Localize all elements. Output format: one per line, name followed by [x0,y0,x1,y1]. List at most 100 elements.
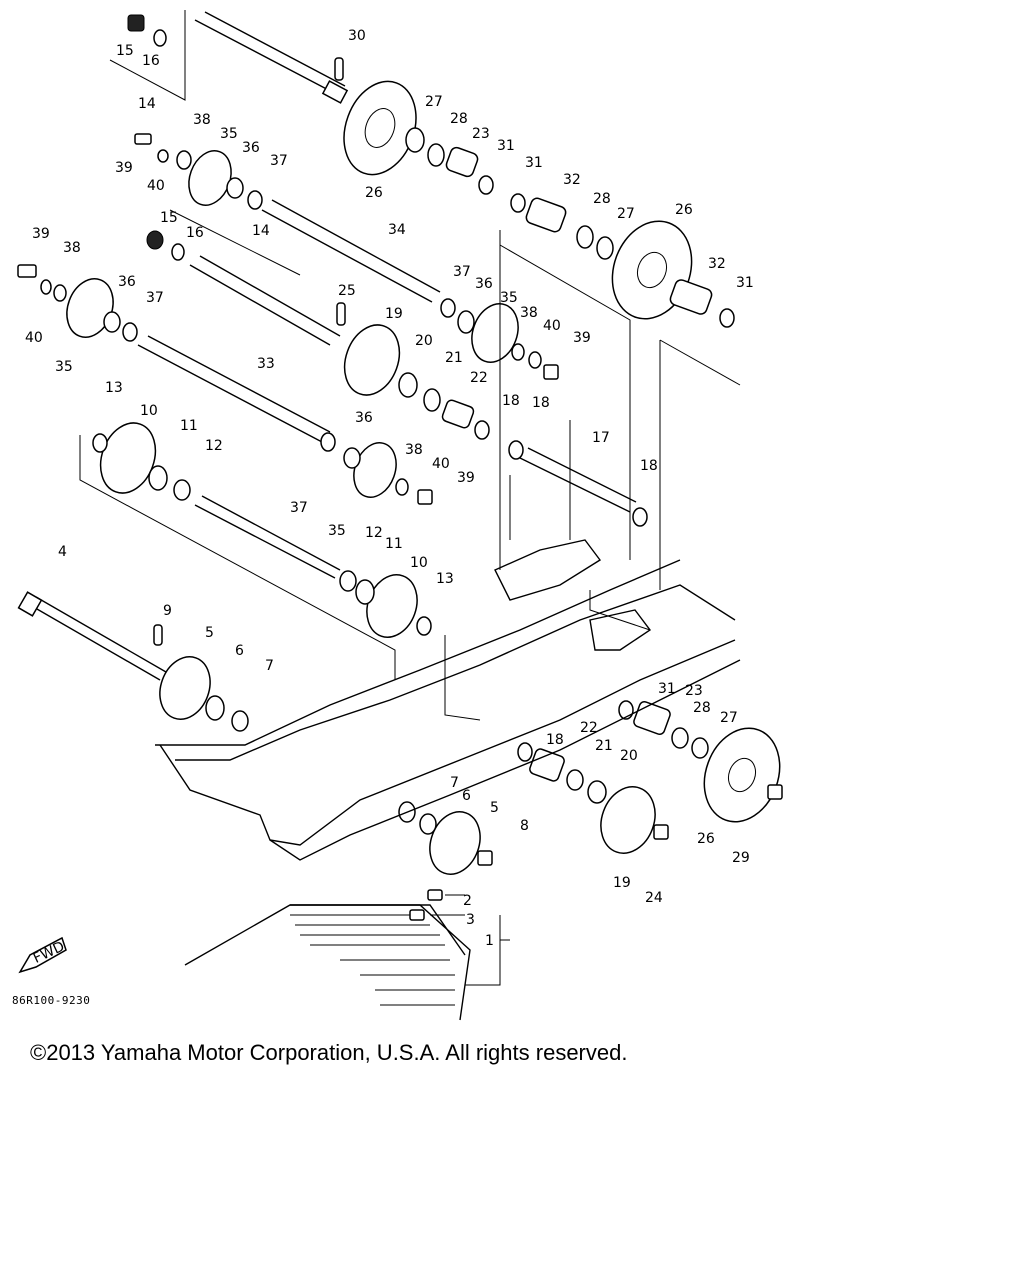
callout-19: 19 [385,306,403,322]
callout-28: 28 [593,191,611,207]
callout-35: 35 [55,359,73,375]
callout-12: 12 [205,438,223,454]
callout-31: 31 [658,681,676,697]
wheel-5-b [429,811,481,875]
callout-31: 31 [525,155,543,171]
callout-36: 36 [242,140,260,156]
callout-5: 5 [205,625,214,641]
callout-39: 39 [115,160,133,176]
copyright-notice: ©2013 Yamaha Motor Corporation, U.S.A. A… [30,1040,628,1065]
parts-diagram: FWD 1 2 3 4 5 5 6 6 7 7 8 9 10 10 11 11 … [17,10,783,1021]
guide-lines [79,10,741,721]
callout-14: 14 [252,223,270,239]
callout-13: 13 [105,380,123,396]
callout-8: 8 [520,818,529,834]
callout-40: 40 [432,456,450,472]
callout-29: 29 [732,850,750,866]
callout-27: 27 [617,206,635,222]
callout-7: 7 [265,658,274,674]
callout-39: 39 [457,470,475,486]
callout-40: 40 [147,178,165,194]
callout-21: 21 [445,350,463,366]
callout-40: 40 [543,318,561,334]
small-parts [17,14,783,866]
wheel-10-b [366,574,418,638]
shaft-14-mid [189,255,341,346]
shaft-lower [194,495,341,579]
track [184,889,510,1021]
callout-23: 23 [685,683,703,699]
shaft-33 [137,335,331,443]
callout-18: 18 [502,393,520,409]
wheel-26-low [703,727,781,823]
wheel-5-a [159,656,211,720]
callout-18: 18 [532,395,550,411]
callout-37: 37 [290,500,308,516]
wheel-19-low [600,786,656,854]
callout-32: 32 [563,172,581,188]
callout-37: 37 [453,264,471,280]
callout-2: 2 [463,893,472,909]
callout-30: 30 [348,28,366,44]
callout-5: 5 [490,800,499,816]
callout-25: 25 [338,283,356,299]
callout-37: 37 [270,153,288,169]
callout-35: 35 [220,126,238,142]
callout-20: 20 [620,748,638,764]
frame-rails [155,539,741,861]
callout-6: 6 [235,643,244,659]
callout-39: 39 [32,226,50,242]
wheel-35-d [353,442,397,498]
callout-33: 33 [257,356,275,372]
fwd-arrow-icon: FWD [18,936,67,974]
callout-38: 38 [520,305,538,321]
callout-27: 27 [425,94,443,110]
callout-14: 14 [138,96,156,112]
callout-26: 26 [697,831,715,847]
callout-11: 11 [180,418,198,434]
callout-24: 24 [645,890,663,906]
shaft-4 [17,591,167,681]
callout-36: 36 [475,276,493,292]
callout-13: 13 [436,571,454,587]
callout-32: 32 [708,256,726,272]
callout-19: 19 [613,875,631,891]
drawing-code: 86R100-9230 [12,994,91,1007]
callout-35: 35 [500,290,518,306]
callout-16: 16 [186,225,204,241]
callout-35: 35 [328,523,346,539]
callout-18: 18 [640,458,658,474]
callout-9: 9 [163,603,172,619]
callout-38: 38 [405,442,423,458]
callout-39: 39 [573,330,591,346]
callout-27: 27 [720,710,738,726]
callout-36: 36 [355,410,373,426]
callout-labels: 1 2 3 4 5 5 6 6 7 7 8 9 10 10 11 11 12 1… [25,28,754,949]
callout-15: 15 [116,43,134,59]
callout-22: 22 [470,370,488,386]
wheel-26-right [611,220,693,320]
callout-15: 15 [160,210,178,226]
wheel-35-b [66,278,114,338]
callout-40: 40 [25,330,43,346]
callout-16: 16 [142,53,160,69]
callout-18: 18 [546,732,564,748]
callout-38: 38 [193,112,211,128]
callout-28: 28 [450,111,468,127]
callout-31: 31 [736,275,754,291]
callout-21: 21 [595,738,613,754]
callout-17: 17 [592,430,610,446]
shaft-14-top [194,11,349,104]
shaft-17 [519,447,637,513]
callout-4: 4 [58,544,67,560]
callout-10: 10 [140,403,158,419]
callout-23: 23 [472,126,490,142]
callout-1: 1 [485,933,494,949]
callout-28: 28 [693,700,711,716]
callout-38: 38 [63,240,81,256]
callout-3: 3 [466,912,475,928]
callout-36: 36 [118,274,136,290]
callout-22: 22 [580,720,598,736]
shaft-34 [261,199,441,303]
fwd-label: FWD [31,939,67,967]
